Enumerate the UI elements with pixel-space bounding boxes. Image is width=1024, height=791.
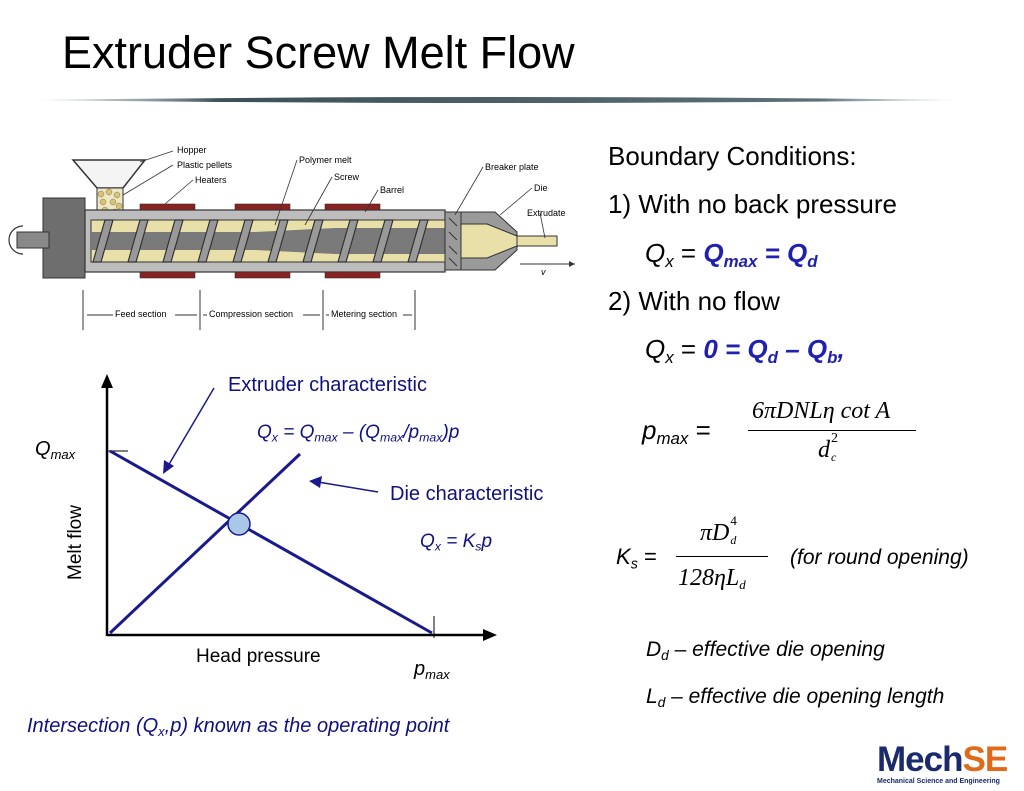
pmax-formula-lhs: pmax = bbox=[642, 415, 711, 449]
operating-point bbox=[227, 512, 251, 536]
ks-formula-lhs: Ks = bbox=[616, 544, 657, 573]
pmax-fraction-bar bbox=[748, 430, 916, 431]
case2-text: 2) With no flow bbox=[608, 286, 780, 316]
operating-point-caption: Intersection (Qx,p) known as the operati… bbox=[27, 715, 450, 739]
die-pointer-arrow bbox=[309, 476, 379, 493]
ks-note: (for round opening) bbox=[790, 546, 969, 569]
logo-mech: Mech bbox=[877, 740, 963, 779]
mechse-logo: MechSE Mechanical Science and Engineerin… bbox=[877, 742, 1022, 788]
label-die: Die bbox=[534, 183, 548, 193]
characteristic-graph bbox=[101, 374, 497, 641]
logo-se: SE bbox=[962, 740, 1008, 779]
logo-tagline: Mechanical Science and Engineering bbox=[877, 778, 1000, 785]
graph-ylabel: Melt flow bbox=[65, 505, 86, 580]
label-barrel: Barrel bbox=[380, 185, 405, 195]
extruder-characteristic-label: Extruder characteristic bbox=[228, 374, 427, 396]
graph-qmax-label: Qmax bbox=[35, 438, 76, 462]
label-feed-section: Feed section bbox=[115, 309, 167, 319]
graph-pmax-label: pmax bbox=[414, 658, 450, 682]
label-screw: Screw bbox=[334, 172, 360, 182]
label-compression-section: Compression section bbox=[209, 309, 294, 319]
case1-equation: Qx = Qmax = Qd bbox=[645, 238, 818, 272]
extruder-diagram: Hopper Plastic pellets Heaters Polymer m… bbox=[5, 140, 585, 340]
boundary-heading: Boundary Conditions: bbox=[608, 141, 857, 171]
case1-text: 1) With no back pressure bbox=[608, 189, 898, 219]
graph-xlabel: Head pressure bbox=[196, 646, 321, 667]
graph-axes bbox=[101, 374, 497, 641]
label-polymer-melt: Polymer melt bbox=[299, 155, 352, 165]
label-extrudate: Extrudate bbox=[527, 208, 566, 218]
dd-definition: Dd – effective die opening bbox=[646, 638, 885, 664]
ld-definition: Ld – effective die opening length bbox=[646, 685, 945, 711]
extruder-pointer-arrow bbox=[163, 387, 215, 474]
ks-fraction-bar bbox=[676, 556, 768, 557]
label-hopper: Hopper bbox=[177, 145, 207, 155]
label-metering-section: Metering section bbox=[331, 309, 398, 319]
label-plastic-pellets: Plastic pellets bbox=[177, 160, 233, 170]
die-characteristic-equation: Qx = Ksp bbox=[420, 531, 493, 554]
extruder-characteristic-line bbox=[109, 449, 433, 635]
page-title: Extruder Screw Melt Flow bbox=[62, 27, 575, 78]
label-breaker-plate: Breaker plate bbox=[485, 162, 539, 172]
extruder-characteristic-equation: Qx = Qmax – (Qmax/pmax)p bbox=[257, 422, 460, 445]
pmax-denominator: d 2 c bbox=[818, 431, 838, 464]
die-characteristic-line bbox=[108, 452, 302, 635]
title-underline bbox=[35, 97, 960, 103]
ks-denominator: 128ηLd bbox=[678, 565, 746, 592]
case2-equation: Qx = 0 = Qd – Qb, bbox=[645, 334, 845, 368]
die-characteristic-label: Die characteristic bbox=[390, 483, 544, 505]
pmax-numerator: 6πDNLη cot A bbox=[752, 398, 891, 424]
ks-numerator: πD 4 d bbox=[700, 513, 737, 547]
label-heaters: Heaters bbox=[195, 175, 227, 185]
label-velocity: v bbox=[541, 267, 546, 277]
